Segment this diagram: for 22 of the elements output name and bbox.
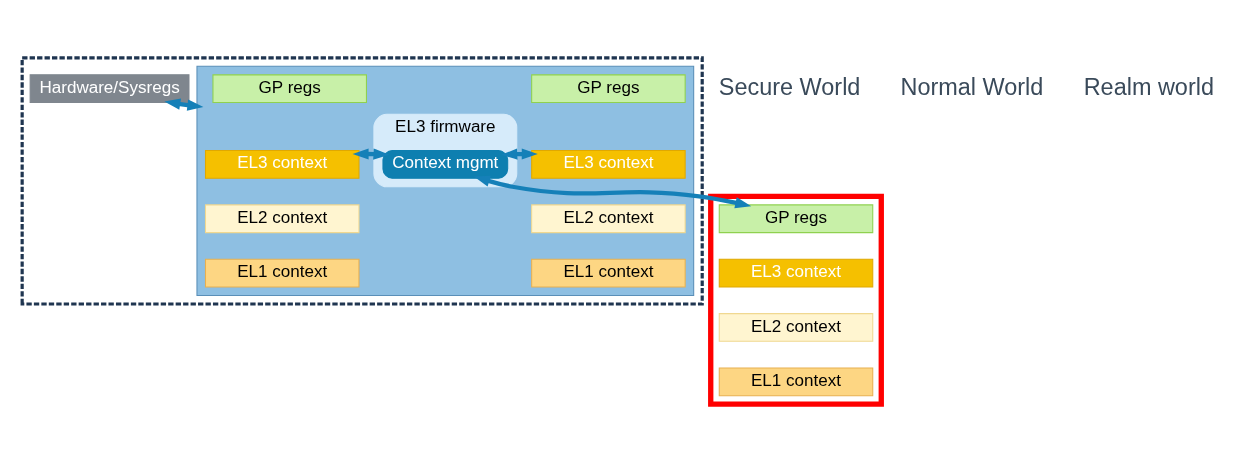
- node-box: GP regs: [212, 73, 367, 103]
- arrow: [352, 147, 390, 160]
- node-box: EL1 context: [718, 366, 874, 396]
- node-box: EL1 context: [531, 258, 686, 287]
- node-box: GP regs: [531, 73, 686, 103]
- cluster: [196, 65, 695, 296]
- node-box: EL2 context: [718, 312, 874, 342]
- node-box: Context mgmt: [382, 149, 509, 179]
- node-box: EL1 context: [204, 258, 360, 287]
- node-box: GP regs: [718, 203, 874, 233]
- node-box: EL3 context: [531, 149, 686, 179]
- cluster: [20, 55, 704, 306]
- arrow: [473, 175, 752, 208]
- node-box: EL2 context: [204, 203, 360, 233]
- node-box: EL3 context: [204, 149, 360, 179]
- label: Normal World: [900, 73, 1044, 100]
- label: Realm world: [1083, 73, 1214, 100]
- label: Secure World: [718, 73, 861, 100]
- node-box: EL3 context: [718, 258, 874, 287]
- arrow: [501, 147, 538, 160]
- node-box: Hardware/Sysregs: [29, 73, 190, 103]
- node-box: EL2 context: [531, 203, 686, 233]
